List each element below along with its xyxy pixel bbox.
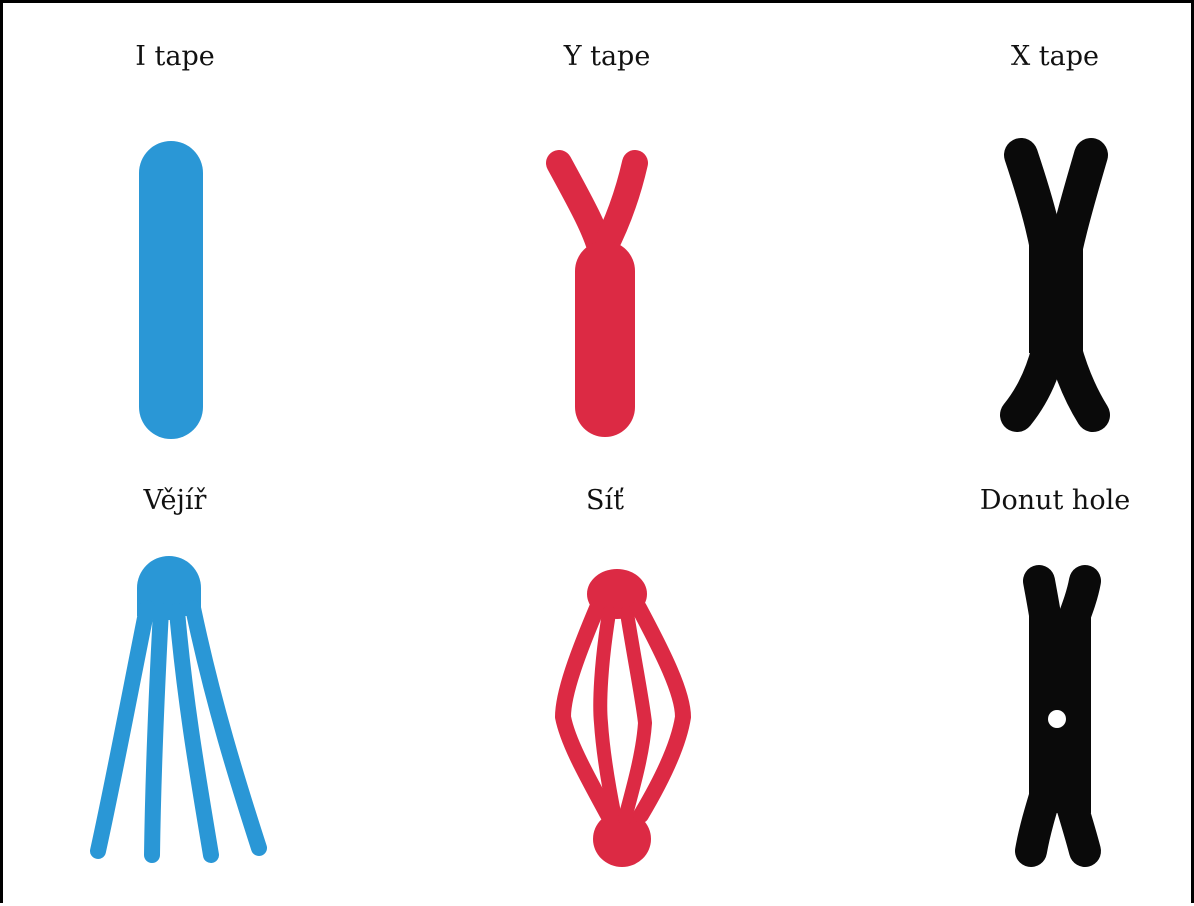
x-tape-icon [1017,155,1093,415]
y-tape-icon [559,163,635,437]
donut-hole-icon [1048,710,1066,728]
donut-hole-tape-icon [1029,581,1091,851]
i-tape-icon [139,141,203,439]
tape-shapes [3,3,1194,906]
web-tape-icon [563,569,683,867]
fan-tape-icon [98,556,259,855]
